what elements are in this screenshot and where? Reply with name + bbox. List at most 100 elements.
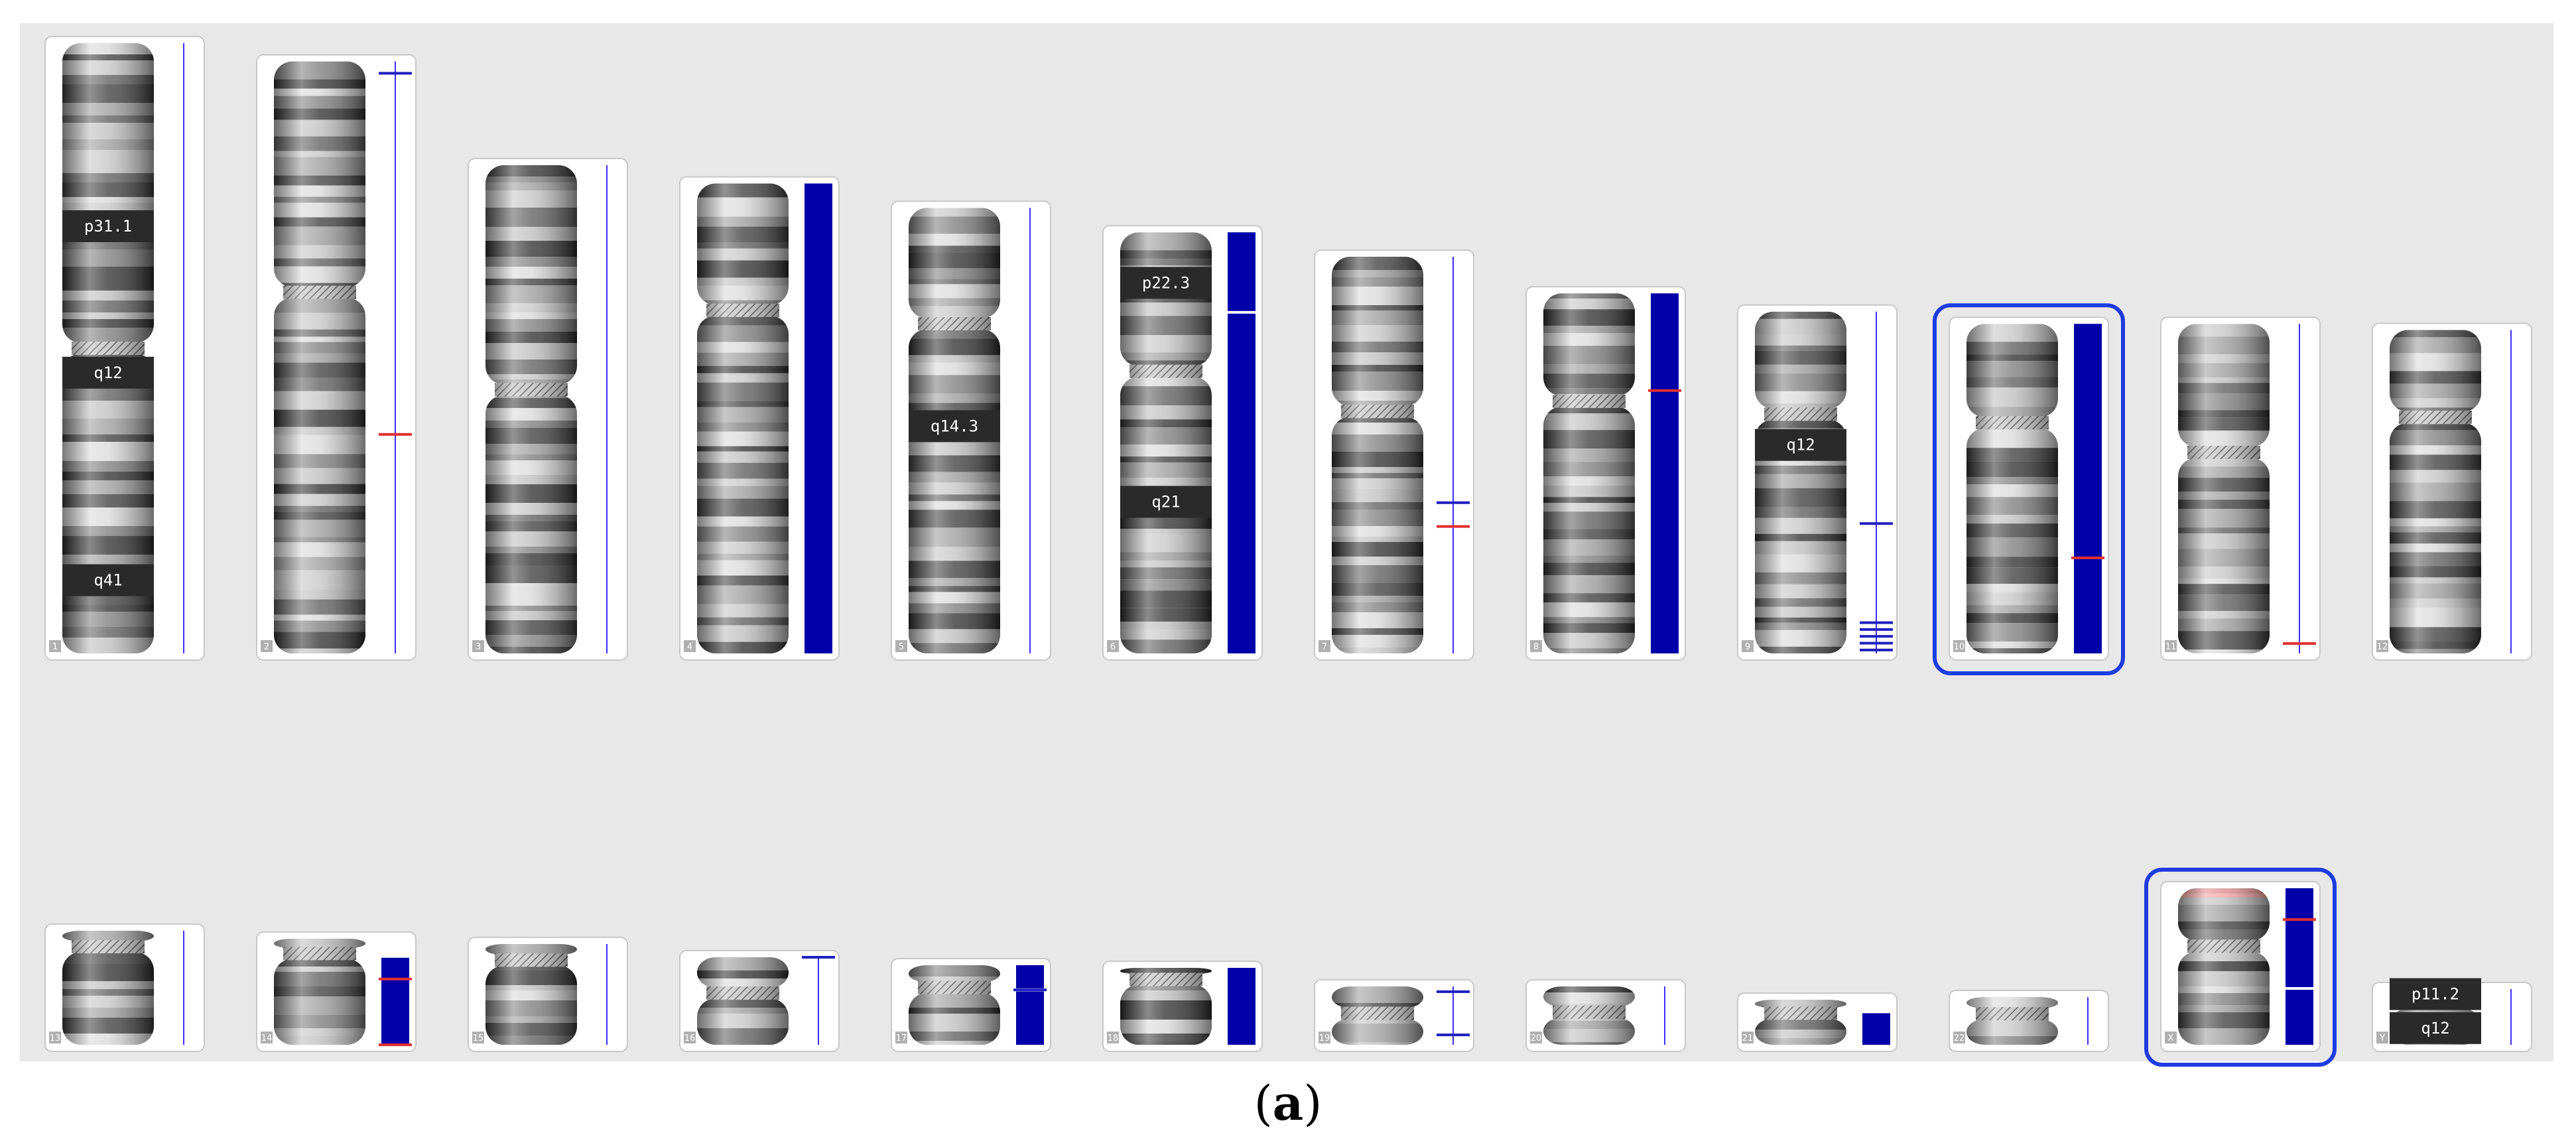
- chromosome-number-tag: [472, 1032, 484, 1043]
- band-label: q14.3: [931, 417, 978, 435]
- caption-letter: a: [1272, 1075, 1304, 1131]
- chromosome-number: 7: [1322, 642, 1327, 652]
- chromosome-17[interactable]: 17: [891, 958, 1051, 1052]
- chromosome-number: 12: [2377, 642, 2388, 652]
- chromosome-number: 15: [473, 1034, 484, 1043]
- chromosome-number: 18: [1108, 1034, 1119, 1043]
- band-label: q41: [94, 571, 122, 590]
- chromosome-shading: [1332, 986, 1423, 1045]
- track-segment: [1228, 232, 1256, 653]
- chromosome-16[interactable]: 16: [679, 950, 840, 1052]
- chromosome-number-tag: [1953, 640, 1965, 652]
- chromosome-number: 20: [1531, 1034, 1542, 1043]
- chromosome-number-tag: [1319, 1032, 1330, 1043]
- chromosome-shading: [1120, 968, 1212, 1045]
- chromosome-shading: [274, 61, 365, 653]
- chromosome-body: [1755, 311, 1846, 653]
- chromosome-9[interactable]: q12 9: [1737, 304, 1898, 661]
- band-label: q21: [1151, 492, 1180, 511]
- band-label: p22.3: [1142, 273, 1190, 292]
- band-label-background: [2390, 1012, 2481, 1044]
- chromosome-body: [909, 965, 1000, 1045]
- chromosome-shading: [697, 957, 789, 1045]
- chromosome-number: 5: [899, 642, 904, 652]
- chromosome-12[interactable]: 12: [2372, 322, 2532, 661]
- chromosome-number: 9: [1745, 642, 1750, 652]
- chromosome-shading: [274, 939, 365, 1045]
- chromosome-body: [2178, 324, 2270, 653]
- band-label-background: [1120, 267, 1212, 299]
- track-segment: [1016, 965, 1044, 988]
- chromosome-number: 11: [2165, 642, 2177, 652]
- chromosome-number: 4: [687, 642, 692, 652]
- chromosome-number-tag: [895, 1032, 907, 1043]
- chromosome-10[interactable]: 10: [1933, 303, 2125, 675]
- chromosome-shading: [909, 965, 1000, 1045]
- chromosome-shading: [2178, 888, 2270, 1045]
- chromosome-shading: [1543, 986, 1635, 1045]
- track-marker-red: [2071, 556, 2104, 559]
- chromosome-13[interactable]: 13: [44, 923, 205, 1052]
- chromosome-22[interactable]: 22: [1949, 990, 2109, 1052]
- chromosome-15[interactable]: 15: [468, 937, 628, 1052]
- chromosome-shading: [697, 183, 789, 653]
- chromosome-shading: [1543, 293, 1635, 653]
- track-marker-blue: [1860, 621, 1893, 624]
- band-label: q12: [1786, 436, 1815, 454]
- chromosome-21[interactable]: 21: [1737, 992, 1898, 1052]
- chromosome-number-tag: [1742, 640, 1754, 652]
- selection-highlight: [1933, 303, 2125, 675]
- chromosome-14[interactable]: 14: [256, 931, 417, 1052]
- chromosome-shading: [485, 165, 577, 653]
- track-marker-blue: [379, 72, 412, 75]
- track-marker-blue: [1437, 990, 1470, 993]
- track-marker-red: [1648, 389, 1681, 392]
- band-label-background: [62, 210, 154, 242]
- chromosome-2[interactable]: 2: [256, 54, 417, 661]
- track-marker-red: [379, 1043, 412, 1046]
- track-marker-blue: [1437, 1034, 1470, 1037]
- track-segment: [1651, 293, 1679, 653]
- chromosome-18[interactable]: 18: [1102, 961, 1263, 1052]
- chromosome-3[interactable]: 3: [468, 158, 628, 661]
- chromosome-number: 13: [50, 1034, 61, 1043]
- chromosome-body: [2178, 888, 2270, 1045]
- chromosome-5[interactable]: q14.3 5: [891, 200, 1051, 661]
- chromosome-X[interactable]: X: [2144, 868, 2337, 1067]
- track-marker-white: [1225, 310, 1258, 314]
- track-marker-blue: [802, 956, 835, 959]
- band-label-background: [62, 564, 154, 596]
- chromosome-shading: [1120, 232, 1212, 653]
- chromosome-shading: [1332, 257, 1423, 653]
- chromosome-4[interactable]: 4: [679, 176, 840, 661]
- chromosome-shading: [1755, 1000, 1846, 1045]
- chromosome-19[interactable]: 19: [1314, 979, 1474, 1052]
- track-marker-red: [379, 977, 412, 980]
- chromosome-number-tag: [2165, 1032, 2177, 1043]
- chromosome-number: 21: [1742, 1034, 1754, 1043]
- track-segment: [1862, 1013, 1890, 1045]
- chromosome-body: [1120, 968, 1212, 1045]
- chromosome-8[interactable]: 8: [1525, 286, 1686, 661]
- chromosome-number-tag: [261, 640, 273, 652]
- chromosome-number: 14: [261, 1034, 273, 1043]
- chromosome-20[interactable]: 20: [1525, 979, 1686, 1052]
- chromosome-number-tag: [684, 640, 696, 652]
- chromosome-body: [697, 183, 789, 653]
- track-marker-blue: [1860, 641, 1893, 645]
- chromosome-shading: [1755, 311, 1846, 653]
- band-label: q12: [94, 364, 122, 382]
- track-segment: [805, 183, 832, 654]
- chromosome-number-tag: [895, 640, 907, 652]
- track-segment: [381, 957, 409, 1045]
- band-label-background: [909, 410, 1000, 442]
- ideogram-panel: [20, 23, 2553, 1061]
- chromosome-number-tag: [49, 1032, 61, 1043]
- chromosome-body: [62, 43, 154, 653]
- track-marker-blue: [1860, 648, 1893, 651]
- chromosome-7[interactable]: 7: [1314, 249, 1474, 661]
- chromosome-11[interactable]: 11: [2160, 316, 2321, 661]
